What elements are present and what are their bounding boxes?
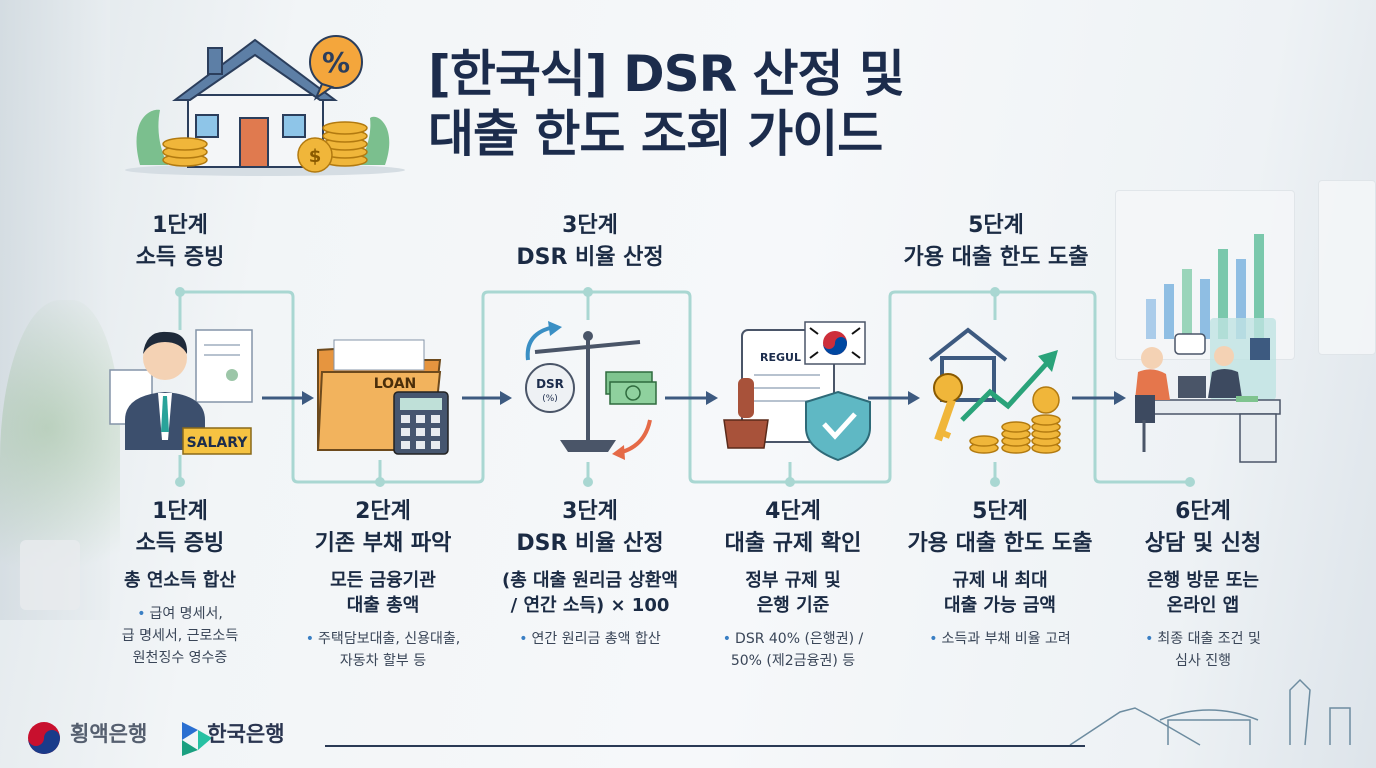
- bank-1: 횡액은행: [28, 718, 147, 748]
- step-detail: •DSR 40% (은행권) / 50% (제2금융권) 등: [722, 631, 864, 669]
- step-number: 3단계: [562, 499, 618, 524]
- connector-dots: [175, 287, 1195, 487]
- footer: 횡액은행 한국은행: [28, 718, 313, 748]
- step-number: 5단계: [972, 499, 1028, 524]
- arrow-right-icon: [665, 391, 718, 405]
- step-block-1: 1단계 소득 증빙 총 연소득 합산 •급여 명세서, 급 명세서, 근로소득 …: [122, 496, 238, 669]
- background-window: [0, 0, 110, 620]
- step-name: 기존 부채 파악: [314, 531, 452, 556]
- svg-text:$: $: [309, 146, 322, 167]
- loan-text: LOAN: [374, 376, 417, 392]
- step-number: 4단계: [765, 499, 821, 524]
- arrow-right-icon: [462, 391, 512, 405]
- step-subtitle: 총 연소득 합산: [124, 570, 236, 591]
- step-detail: •연간 원리금 총액 합산: [519, 631, 661, 647]
- dsr-text: DSR: [536, 377, 564, 391]
- bank-2-name: 한국은행: [207, 722, 285, 746]
- regulation-document-icon: REGUL: [723, 321, 871, 462]
- step-name: DSR 비율 산정: [516, 531, 664, 556]
- step-detail: •최종 대출 조건 및 심사 진행: [1145, 631, 1261, 669]
- salary-text: SALARY: [187, 435, 249, 451]
- footer-divider: [325, 745, 1085, 747]
- arrow-right-icon: [868, 391, 920, 405]
- top-label-step-5: 5단계 가용 대출 한도 도출: [903, 213, 1089, 270]
- bank-1-name: 횡액은행: [70, 722, 148, 746]
- footer-landmark-illustration: [1069, 678, 1351, 746]
- flow-arrows: [262, 391, 1126, 405]
- step-detail: •주택담보대출, 신용대출, 자동차 할부 등: [305, 631, 461, 669]
- step-subtitle: (총 대출 원리금 상환액/ 연간 소득) × 100: [501, 570, 679, 616]
- arrow-right-icon: [1072, 391, 1126, 405]
- step-name: 상담 및 신청: [1144, 531, 1262, 556]
- step-block-3: 3단계 DSR 비율 산정 (총 대출 원리금 상환액/ 연간 소득) × 10…: [502, 496, 678, 650]
- regul-text: REGUL: [760, 351, 801, 364]
- consultation-desk-icon: [1135, 318, 1281, 463]
- arrow-right-icon: [262, 391, 314, 405]
- title-line-1: [한국식] DSR 산정 및: [428, 45, 905, 103]
- step-number: 1단계: [152, 499, 208, 524]
- bank-of-korea-logo: [182, 722, 212, 756]
- dsr-percent-text: (%): [542, 394, 558, 404]
- loan-folder-icon: LOAN: [316, 339, 449, 455]
- korea-emblem-logo: [28, 722, 60, 754]
- top-label-step-1: 1단계 소득 증빙: [135, 213, 225, 270]
- background-chart-board-right: [1318, 180, 1376, 355]
- step-number: 6단계: [1175, 499, 1231, 524]
- dsr-scale-icon: DSR (%): [525, 321, 657, 460]
- bank-2: 한국은행: [175, 718, 284, 748]
- step-name: 가용 대출 한도 도출: [907, 531, 1093, 556]
- svg-text:%: %: [322, 46, 350, 79]
- step-detail: •소득과 부채 비율 고려: [929, 631, 1071, 647]
- background-plant-pot: [20, 540, 80, 610]
- page-title: [한국식] DSR 산정 및 대출 한도 조회 가이드: [428, 44, 905, 164]
- top-label-step-3: 3단계 DSR 비율 산정: [516, 213, 664, 270]
- step-number: 2단계: [355, 499, 411, 524]
- loan-limit-key-icon: [928, 327, 1061, 454]
- income-proof-icon: SALARY: [109, 329, 253, 455]
- title-line-2: 대출 한도 조회 가이드: [428, 105, 883, 163]
- step-name: 대출 규제 확인: [724, 531, 862, 556]
- step-detail: •급여 명세서, 급 명세서, 근로소득 원천징수 영수증: [121, 606, 239, 666]
- house-illustration-icon: $ %: [125, 35, 405, 176]
- step-name: 소득 증빙: [135, 531, 225, 556]
